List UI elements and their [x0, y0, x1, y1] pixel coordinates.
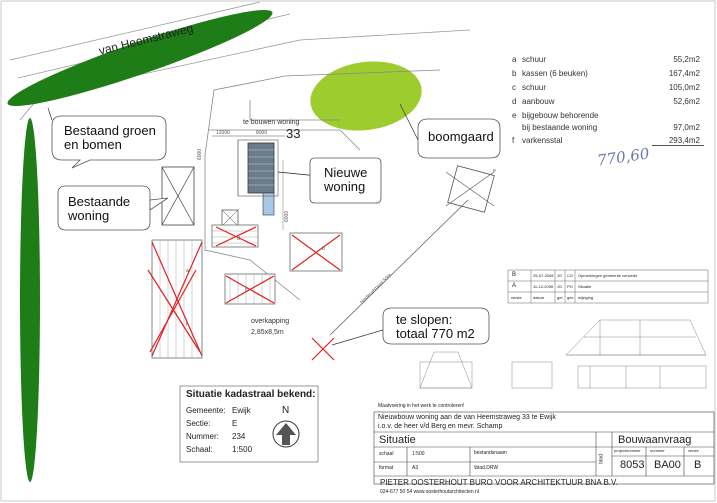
revision-letter: A: [512, 283, 517, 289]
project-line-2: i.o.v. de heer v/d Berg en mevr. Schamp: [378, 423, 503, 430]
kadaster-value: 234: [232, 432, 246, 441]
phase-title: Bouwaanvraag: [618, 434, 692, 446]
kadaster-label: Schaal:: [186, 445, 213, 454]
overkapping-size: 2,85x8,5m: [251, 329, 284, 336]
letter-c: c: [245, 287, 248, 293]
office-contact: 024-677 50 54 www.oosterhoutarchitecten.…: [380, 489, 479, 495]
tree-row-top: [7, 9, 273, 107]
kadaster-label: Nummer:: [186, 432, 219, 441]
kadaster-value: 1:500: [232, 445, 253, 454]
revision-desc: Situatie: [578, 284, 592, 289]
overkapping-label: overkapping: [251, 318, 289, 325]
hinder-distance-label: hinderafstand 50m: [359, 272, 393, 305]
hinder-distance-line: [329, 199, 469, 336]
new-house: [247, 142, 275, 194]
orchard-area: [310, 61, 422, 131]
callout-orchard: boomgaard: [428, 129, 494, 144]
revision-date: 25-07-2008: [533, 273, 554, 278]
dim-6000: 6000: [197, 149, 203, 160]
drawing-title: Situatie: [379, 434, 416, 446]
title-block: [373, 411, 715, 485]
callout-existing-green: Bestaand groen en bomen: [64, 123, 156, 152]
dim-12000: 12000: [216, 130, 230, 136]
revision-letter: B: [512, 272, 517, 278]
callout-bubbles: [51, 115, 501, 345]
kadaster-value: E: [232, 419, 238, 428]
facade-elevations: [419, 319, 707, 389]
drawing-version: B: [694, 459, 702, 471]
plot-outline: [204, 69, 441, 301]
project-number: 8053: [620, 459, 645, 471]
kadaster-label: Sectie:: [186, 419, 211, 428]
office-name: PIETER OOSTERHOUT BURO VOOR ARCHITEKTUUR…: [380, 478, 618, 487]
letter-e: e: [493, 168, 496, 174]
letter-a: a: [186, 268, 189, 274]
callout-new-house: Nieuwe woning: [324, 165, 368, 194]
letter-f: f: [186, 322, 188, 328]
revision-desc: Opmerkingen gemeente verwerkt: [578, 273, 638, 278]
north-label: N: [282, 405, 290, 416]
revision-date: 11-12-2006: [533, 284, 554, 289]
callout-demolish: te slopen: totaal 770 m2: [396, 312, 475, 341]
kadaster-value: Ewijk: [232, 406, 251, 415]
callout-existing-house: Bestaande woning: [68, 194, 131, 223]
letter-b: b: [322, 246, 325, 252]
scale-value: 1:500: [412, 451, 425, 457]
dim-side: 6000: [284, 211, 290, 222]
format-value: A3: [412, 465, 419, 471]
north-arrow-icon: [276, 423, 296, 445]
revision-table: [507, 269, 709, 304]
new-house-annex: [262, 192, 275, 216]
total-underline: [652, 145, 704, 146]
file-name: \blad.DRW: [474, 465, 499, 471]
tree-row-left: [20, 118, 40, 482]
drawing-number: BA00: [654, 459, 681, 471]
dimension-note: Maatvoering in het werk te controleren!: [378, 403, 465, 409]
letter-d: d: [237, 236, 240, 242]
kadaster-label: Gemeente:: [186, 406, 226, 415]
demolition-crosses: [147, 226, 341, 361]
dim-8000: 8000: [256, 130, 267, 136]
new-house-label: te bouwen woning: [243, 119, 300, 126]
kadaster-title: Situatie kadastraal bekend:: [186, 389, 316, 400]
building-e: [447, 165, 495, 213]
house-number: 33: [286, 126, 300, 141]
project-line-1: Nieuwbouw woning aan de van Heemstraweg …: [378, 414, 556, 421]
new-house-hatch: [248, 149, 274, 186]
